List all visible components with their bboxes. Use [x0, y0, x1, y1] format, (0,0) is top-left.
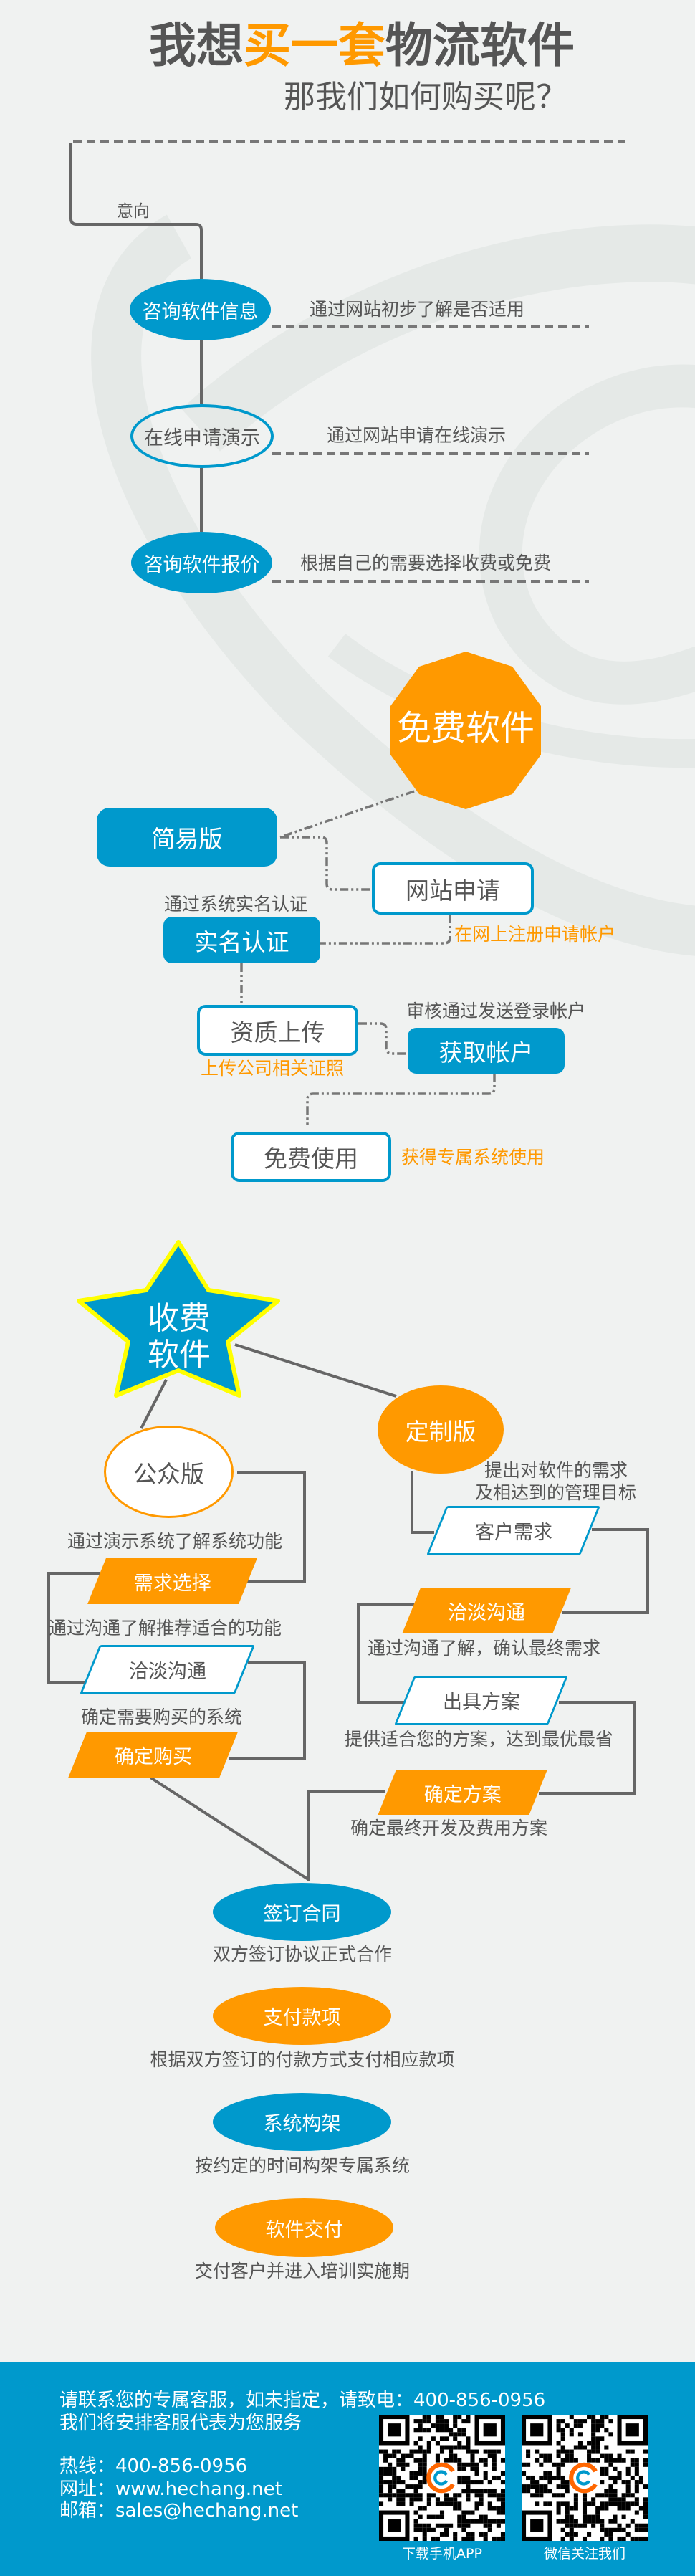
custom-connector-4 — [539, 1701, 636, 1795]
paid-title-line2: 软件 — [148, 1336, 211, 1373]
step-label: 咨询软件信息 — [142, 300, 259, 323]
simple-edition-box[interactable]: 简易版 — [97, 808, 277, 867]
free-software-title: 免费软件 — [396, 708, 535, 748]
background-swirl — [91, 214, 695, 956]
account-box[interactable]: 获取帐户 — [408, 1028, 565, 1074]
intent-connector — [70, 143, 203, 279]
final-step-delivery[interactable]: 软件交付 — [215, 2198, 393, 2257]
step-label: 出具方案 — [442, 1692, 520, 1714]
custom-to-contract-line — [307, 1790, 385, 1881]
public-note-1: 通过演示系统了解系统功能 — [67, 1531, 283, 1552]
free-use-box[interactable]: 免费使用 — [231, 1132, 391, 1182]
step-label: 咨询软件报价 — [143, 553, 260, 576]
qr-code-app[interactable] — [379, 2415, 505, 2541]
custom-note-2: 通过沟通了解，确认最终需求 — [368, 1638, 601, 1659]
public-connector-1 — [237, 1471, 306, 1583]
qr-app-label: 下载手机APP — [402, 2546, 482, 2562]
realname-box[interactable]: 实名认证 — [163, 917, 320, 963]
final-step-desc: 根据双方签订的付款方式支付相应款项 — [150, 2049, 455, 2070]
paid-title-line1: 收费 — [148, 1300, 211, 1337]
custom-connector-3 — [357, 1603, 414, 1704]
custom-edition-label: 定制版 — [405, 1417, 476, 1446]
star-to-custom-line — [234, 1343, 397, 1398]
title-highlight: 买一套 — [244, 18, 385, 73]
free-connector-6 — [306, 1074, 496, 1127]
final-step-desc: 双方签订协议正式合作 — [212, 1944, 392, 1965]
footer-contact-line2: 我们将安排客服代表为您服务 — [59, 2413, 302, 2434]
custom-connector-1 — [411, 1471, 434, 1534]
page-title: 我想买一套物流软件 — [0, 18, 695, 73]
public-step-requirement[interactable]: 需求选择 — [87, 1558, 257, 1604]
title-part1: 我想 — [149, 18, 244, 73]
page-subtitle: 那我们如何购买呢？ — [284, 79, 567, 115]
website-apply-box[interactable]: 网站申请 — [372, 862, 534, 915]
public-to-contract-line — [149, 1776, 310, 1881]
upload-box[interactable]: 资质上传 — [197, 1005, 358, 1056]
step-label: 确定方案 — [423, 1783, 502, 1806]
custom-note-1a: 提出对软件的需求 — [484, 1460, 628, 1481]
step-consult-price[interactable]: 咨询软件报价 — [131, 532, 272, 593]
step-label: 支付款项 — [263, 2007, 341, 2029]
website-apply-note: 在网上注册申请帐户 — [454, 924, 616, 945]
public-note-3: 确定需要购买的系统 — [81, 1707, 243, 1727]
step-online-demo[interactable]: 在线申请演示 — [130, 404, 274, 468]
custom-note-1b: 及相达到的管理目标 — [475, 1482, 637, 1503]
public-connector-3 — [229, 1661, 306, 1760]
step-label: 在线申请演示 — [144, 427, 260, 449]
public-step-negotiate[interactable]: 洽淡沟通 — [80, 1645, 255, 1694]
step-label: 洽淡沟通 — [128, 1661, 206, 1683]
star-to-public-line — [140, 1379, 168, 1429]
paid-software-star — [77, 1240, 280, 1398]
step-desc: 根据自己的需要选择收费或免费 — [300, 553, 552, 573]
final-step-desc: 交付客户并进入培训实施期 — [194, 2261, 410, 2281]
public-step-purchase[interactable]: 确定购买 — [68, 1732, 238, 1778]
account-note: 审核通过发送登录帐户 — [406, 1001, 586, 1021]
step-desc: 通过网站申请在线演示 — [327, 425, 507, 446]
intent-label: 意向 — [117, 202, 150, 221]
upload-note: 上传公司相关证照 — [201, 1058, 345, 1079]
footer-contact-line1: 请联系您的专属客服，如未指定，请致电：400-856-0956 — [59, 2390, 546, 2411]
free-connector-3 — [320, 915, 451, 945]
custom-step-negotiate[interactable]: 洽淡沟通 — [402, 1588, 571, 1633]
custom-edition[interactable]: 定制版 — [378, 1385, 504, 1474]
free-connector-5 — [358, 1022, 408, 1055]
realname-note: 通过系统实名认证 — [164, 894, 308, 915]
footer-hotline[interactable]: 热线：400-856-0956 — [59, 2456, 248, 2477]
public-note-2: 通过沟通了解推荐适合的功能 — [49, 1618, 282, 1638]
footer-website[interactable]: 网址：www.hechang.net — [59, 2479, 282, 2500]
footer: 请联系您的专属客服，如未指定，请致电：400-856-0956 我们将安排客服代… — [0, 2362, 695, 2576]
qr-wechat-label: 微信关注我们 — [543, 2546, 626, 2562]
custom-step-confirm[interactable]: 确定方案 — [378, 1770, 547, 1815]
final-step-desc: 按约定的时间构架专属系统 — [194, 2155, 410, 2176]
public-edition[interactable]: 公众版 — [104, 1426, 234, 1518]
public-connector-2 — [47, 1572, 100, 1684]
step-label: 签订合同 — [263, 1903, 341, 1925]
step-label: 客户需求 — [474, 1522, 552, 1544]
custom-note-4: 确定最终开发及费用方案 — [350, 1818, 548, 1838]
step-label: 系统构架 — [263, 2113, 341, 2135]
final-step-payment[interactable]: 支付款项 — [213, 1987, 391, 2045]
free-connector-2 — [280, 836, 372, 891]
step-consult-info[interactable]: 咨询软件信息 — [130, 279, 271, 340]
footer-email[interactable]: 邮箱：sales@hechang.net — [59, 2500, 299, 2522]
step-label: 需求选择 — [133, 1572, 211, 1595]
custom-step-proposal[interactable]: 出具方案 — [394, 1676, 568, 1725]
step-label: 软件交付 — [265, 2218, 343, 2241]
public-edition-label: 公众版 — [133, 1459, 204, 1488]
free-software-decagon — [390, 652, 541, 809]
step-label: 洽淡沟通 — [448, 1602, 525, 1624]
custom-connector-2 — [562, 1528, 649, 1614]
paid-software-title: 收费 软件 — [136, 1300, 222, 1373]
title-part2: 物流软件 — [385, 18, 575, 73]
free-use-note: 获得专属系统使用 — [401, 1147, 545, 1168]
custom-note-3: 提供适合您的方案，达到最优最省 — [345, 1729, 614, 1750]
final-step-contract[interactable]: 签订合同 — [213, 1883, 391, 1941]
final-step-architecture[interactable]: 系统构架 — [213, 2093, 391, 2151]
step-label: 确定购买 — [114, 1746, 192, 1768]
step-desc: 通过网站初步了解是否适用 — [310, 299, 525, 320]
free-connector-1 — [279, 790, 415, 839]
qr-code-wechat[interactable] — [522, 2415, 648, 2541]
custom-step-requirement[interactable]: 客户需求 — [426, 1506, 600, 1555]
